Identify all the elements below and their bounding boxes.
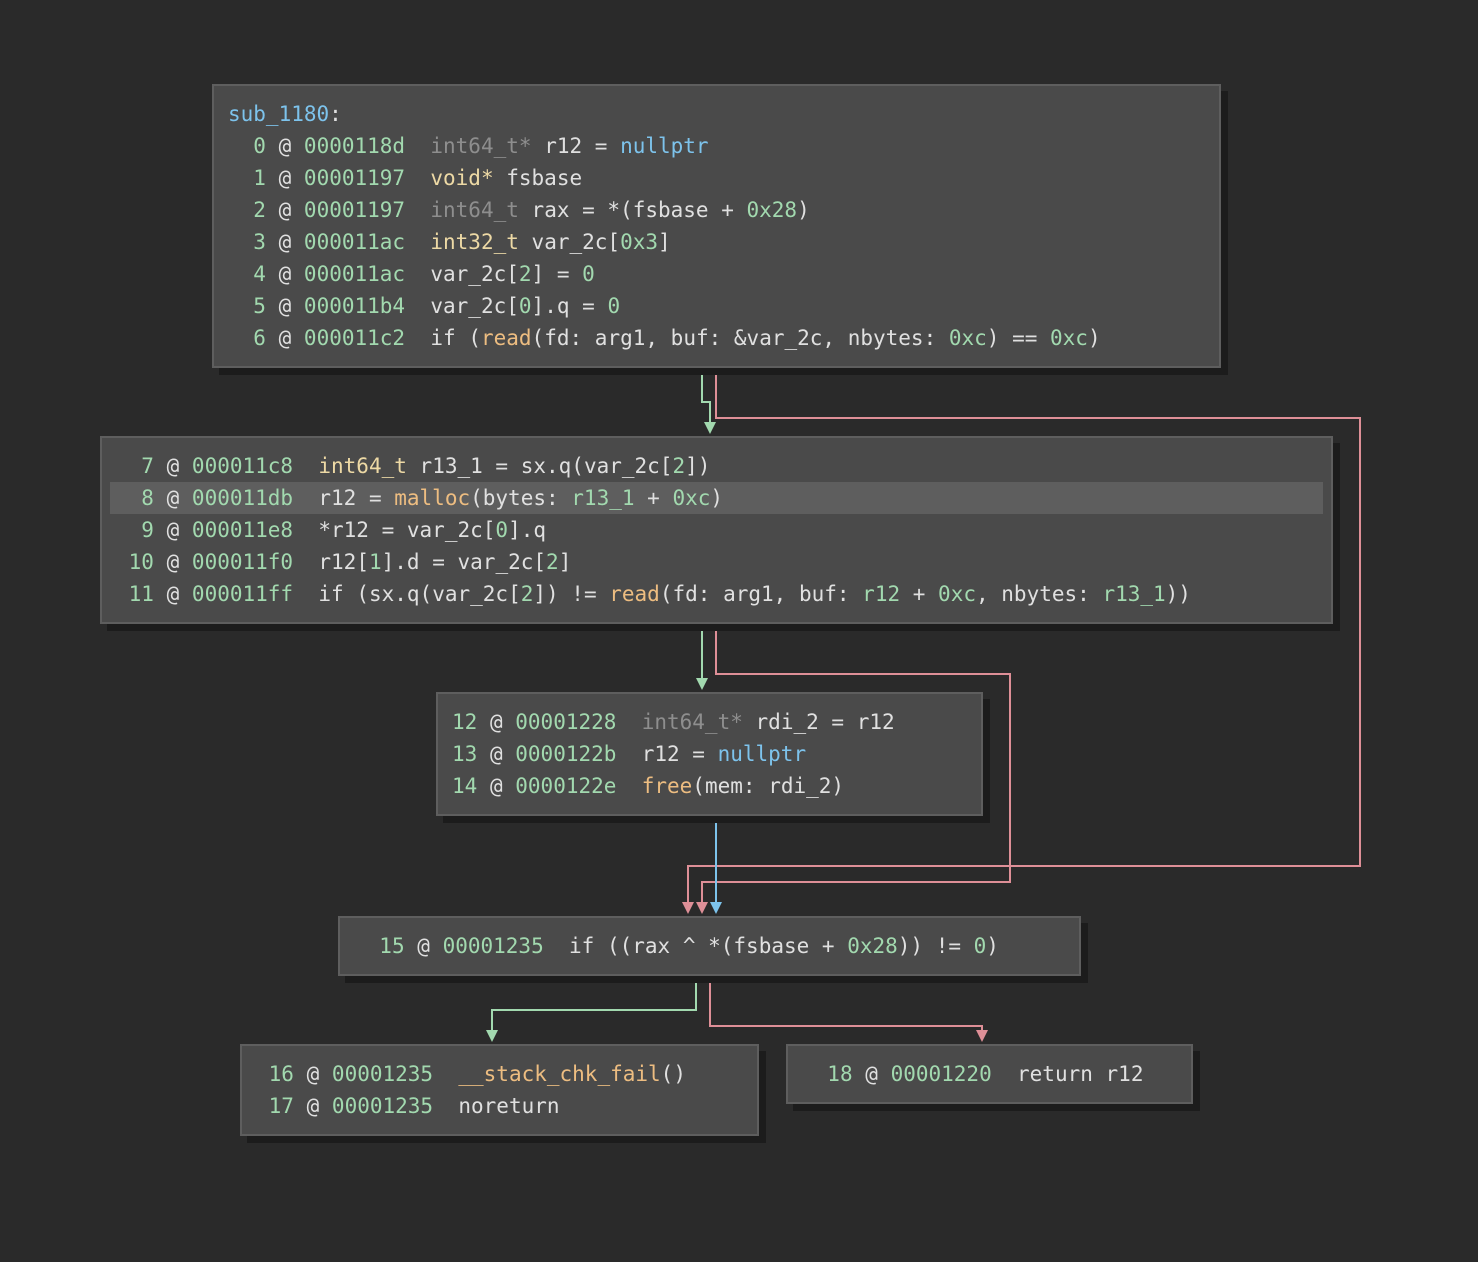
instruction-line[interactable]: 10 @ 000011f0 r12[1].d = var_2c[2] (128, 550, 572, 574)
instruction-line[interactable]: 1 @ 00001197 void* fsbase (253, 166, 583, 190)
instruction-line[interactable]: 5 @ 000011b4 var_2c[0].q = 0 (253, 294, 621, 318)
instruction-line[interactable]: 3 @ 000011ac int32_t var_2c[0x3] (253, 230, 671, 254)
basic-block-return[interactable]: 18 @ 00001220 return r12 (786, 1044, 1193, 1104)
instruction-line[interactable]: 7 @ 000011c8 int64_t r13_1 = sx.q(var_2c… (141, 454, 711, 478)
instruction-line-selected[interactable]: 8 @ 000011db r12 = malloc(bytes: r13_1 +… (110, 482, 1323, 514)
instruction-line[interactable]: 0 @ 0000118d int64_t* r12 = nullptr (253, 134, 709, 158)
instruction-line[interactable]: 4 @ 000011ac var_2c[2] = 0 (253, 262, 595, 286)
instruction-line[interactable]: 13 @ 0000122b r12 = nullptr (452, 742, 807, 766)
instruction-line[interactable]: 9 @ 000011e8 *r12 = var_2c[0].q (141, 518, 547, 542)
instruction-line[interactable]: 11 @ 000011ff if (sx.q(var_2c[2]) != rea… (128, 582, 1191, 606)
function-label[interactable]: sub_1180: (228, 102, 342, 126)
edge-b0-b1-true (701, 370, 711, 422)
edge-b1-b3-false (701, 626, 1011, 902)
basic-block-free[interactable]: 12 @ 00001228 int64_t* rdi_2 = r12 13 @ … (436, 692, 983, 816)
instruction-line[interactable]: 18 @ 00001220 return r12 (827, 1062, 1144, 1086)
basic-block-entry[interactable]: sub_1180: 0 @ 0000118d int64_t* r12 = nu… (212, 84, 1221, 368)
instruction-line[interactable]: 17 @ 00001235 noreturn (268, 1094, 560, 1118)
basic-block-stack-fail[interactable]: 16 @ 00001235 __stack_chk_fail() 17 @ 00… (240, 1044, 759, 1136)
edge-b3-b4-true (491, 978, 697, 1030)
instruction-line[interactable]: 16 @ 00001235 __stack_chk_fail() (268, 1062, 686, 1086)
edge-b0-b3-false (687, 370, 1361, 902)
instruction-line[interactable]: 2 @ 00001197 int64_t rax = *(fsbase + 0x… (253, 198, 810, 222)
basic-block-read-body[interactable]: 7 @ 000011c8 int64_t r13_1 = sx.q(var_2c… (100, 436, 1333, 624)
edge-b3-b5-false (709, 978, 983, 1030)
basic-block-stack-check[interactable]: 15 @ 00001235 if ((rax ^ *(fsbase + 0x28… (338, 916, 1081, 976)
instruction-line[interactable]: 12 @ 00001228 int64_t* rdi_2 = r12 (452, 710, 895, 734)
instruction-line[interactable]: 14 @ 0000122e free(mem: rdi_2) (452, 774, 845, 798)
instruction-line[interactable]: 15 @ 00001235 if ((rax ^ *(fsbase + 0x28… (379, 934, 999, 958)
instruction-line[interactable]: 6 @ 000011c2 if (read(fd: arg1, buf: &va… (253, 326, 1101, 350)
